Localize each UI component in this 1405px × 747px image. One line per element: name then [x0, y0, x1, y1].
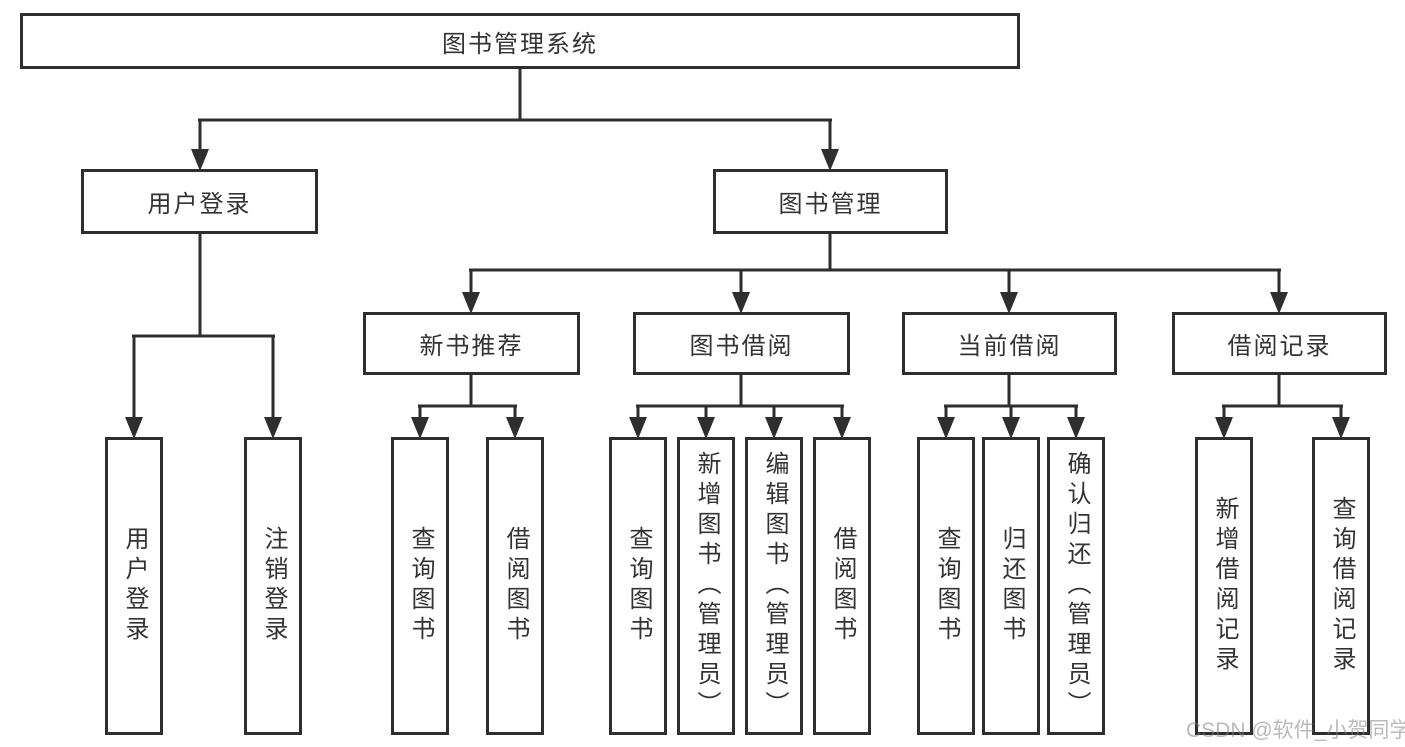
leaf-user-login: 用户登录: [105, 437, 163, 735]
node-user-login: 用户登录: [81, 169, 318, 234]
leaf-borrow-books-recommend: 借阅图书: [486, 437, 544, 735]
arrowhead-down-icon: [765, 417, 783, 439]
node-user-login-label: 用户登录: [147, 191, 252, 218]
leaf-query-borrow-record-label: 查询借阅记录: [1328, 496, 1355, 676]
arrowhead-down-icon: [629, 417, 647, 439]
arrowhead-down-icon: [1000, 292, 1018, 314]
leaf-query-books-current: 查询图书: [917, 437, 975, 735]
arrowhead-down-icon: [1067, 417, 1085, 439]
leaf-borrow-books-recommend-label: 借阅图书: [502, 526, 529, 646]
leaf-query-books-borrow: 查询图书: [609, 437, 667, 735]
leaf-query-books-current-label: 查询图书: [933, 526, 960, 646]
arrowhead-down-icon: [411, 417, 429, 439]
node-root-label: 图书管理系统: [442, 30, 598, 58]
node-borrow-records: 借阅记录: [1172, 312, 1387, 375]
connector-currentborrow-to-leaves: [937, 373, 1085, 439]
node-new-book-recommend: 新书推荐: [363, 312, 580, 375]
leaf-query-borrow-record: 查询借阅记录: [1312, 437, 1370, 735]
arrowhead-down-icon: [937, 417, 955, 439]
leaf-user-login-label: 用户登录: [121, 526, 148, 646]
leaf-query-books-recommend-label: 查询图书: [407, 526, 434, 646]
arrowhead-down-icon: [732, 292, 750, 314]
arrowhead-down-icon: [125, 417, 143, 439]
leaf-logout-label: 注销登录: [260, 526, 287, 646]
leaf-borrow-books-label: 借阅图书: [829, 526, 856, 646]
connector-bookborrow-to-leaves: [629, 373, 851, 439]
leaf-add-borrow-record-label: 新增借阅记录: [1211, 496, 1238, 676]
arrowhead-down-icon: [462, 292, 480, 314]
node-book-management-label: 图书管理: [778, 191, 883, 218]
leaf-query-books-recommend: 查询图书: [391, 437, 449, 735]
connector-bookmgmt-to-level3: [462, 231, 1288, 314]
node-borrow-records-label: 借阅记录: [1227, 333, 1332, 360]
arrowhead-down-icon: [506, 417, 524, 439]
arrowhead-down-icon: [264, 417, 282, 439]
arrowhead-down-icon: [191, 149, 209, 171]
arrowhead-down-icon: [1002, 417, 1020, 439]
leaf-add-book-admin-label: 新增图书（管理员）: [693, 451, 720, 721]
connector-newbooks-to-leaves: [411, 373, 524, 439]
watermark-text: CSDN @软件_小贺同学: [1186, 719, 1405, 742]
node-book-management: 图书管理: [713, 169, 948, 234]
leaf-edit-book-admin: 编辑图书（管理员）: [745, 437, 803, 735]
leaf-return-book: 归还图书: [982, 437, 1040, 735]
leaf-add-borrow-record: 新增借阅记录: [1195, 437, 1253, 735]
leaf-query-books-borrow-label: 查询图书: [625, 526, 652, 646]
leaf-confirm-return-admin-label: 确认归还（管理员）: [1063, 451, 1090, 721]
node-book-borrow-label: 图书借阅: [689, 333, 794, 360]
leaf-add-book-admin: 新增图书（管理员）: [677, 437, 735, 735]
leaf-borrow-books: 借阅图书: [813, 437, 871, 735]
connector-userlogin-to-leaves: [125, 231, 282, 439]
node-current-borrow-label: 当前借阅: [957, 333, 1062, 360]
arrowhead-down-icon: [833, 417, 851, 439]
leaf-return-book-label: 归还图书: [998, 526, 1025, 646]
node-new-book-recommend-label: 新书推荐: [419, 333, 524, 360]
node-book-borrow: 图书借阅: [633, 312, 850, 375]
arrowhead-down-icon: [697, 417, 715, 439]
arrowhead-down-icon: [821, 149, 839, 171]
arrowhead-down-icon: [1215, 417, 1233, 439]
node-root: 图书管理系统: [20, 13, 1020, 69]
leaf-logout: 注销登录: [244, 437, 302, 735]
arrowhead-down-icon: [1270, 292, 1288, 314]
leaf-confirm-return-admin: 确认归还（管理员）: [1047, 437, 1105, 735]
arrowhead-down-icon: [1332, 417, 1350, 439]
leaf-edit-book-admin-label: 编辑图书（管理员）: [761, 451, 788, 721]
connector-borrowrecords-to-leaves: [1215, 373, 1350, 439]
connector-root-to-level2: [191, 66, 839, 171]
node-current-borrow: 当前借阅: [902, 312, 1117, 375]
